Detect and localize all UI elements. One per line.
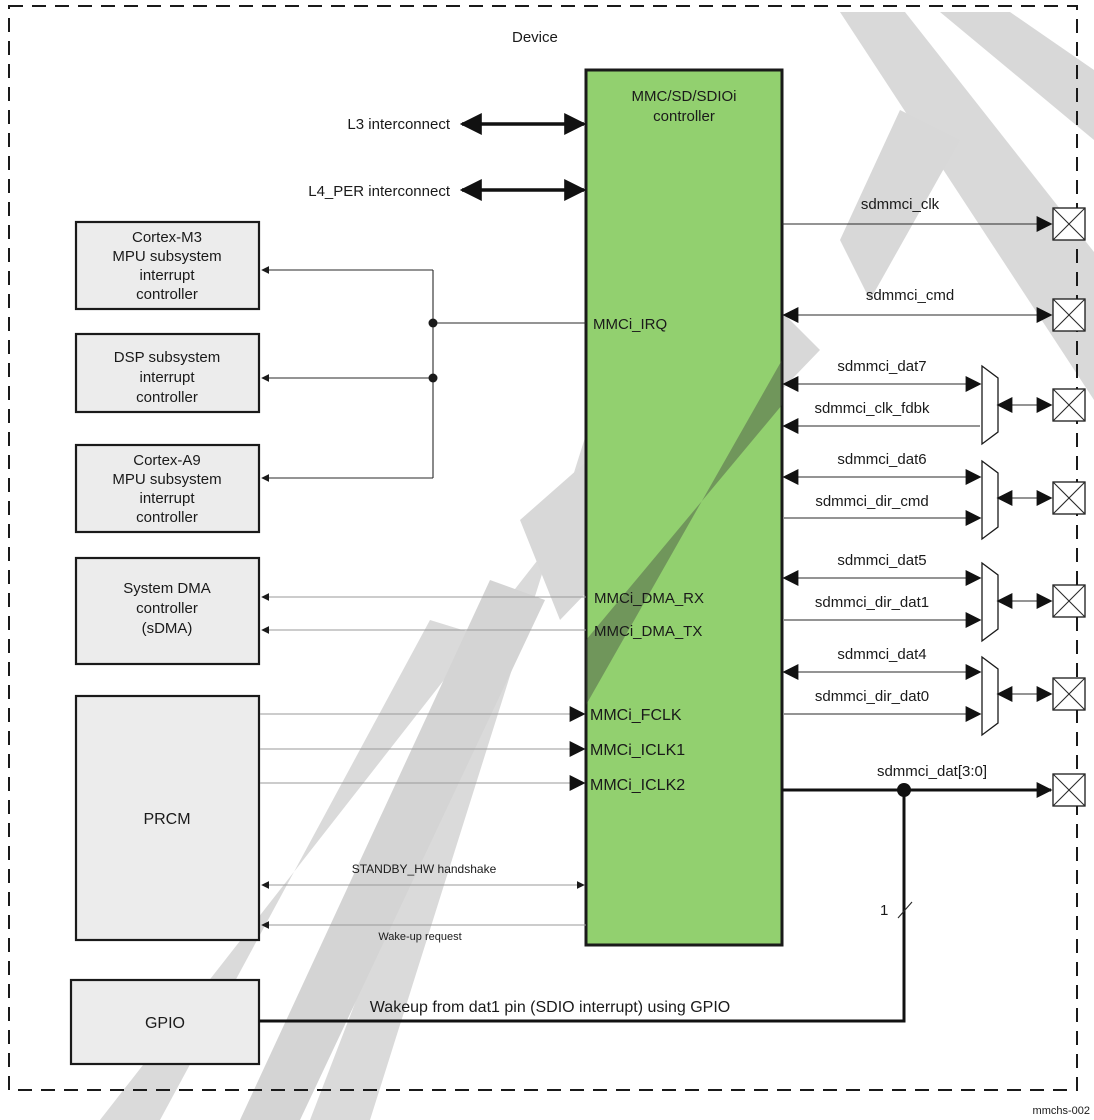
svg-text:sdmmci_clk_fdbk: sdmmci_clk_fdbk	[814, 400, 930, 417]
mux-dat4: sdmmci_dat4 sdmmci_dir_dat0	[782, 646, 1053, 737]
watermark-stroke-3	[240, 580, 545, 1120]
pad-dat4	[1052, 677, 1086, 711]
controller-title-2: controller	[653, 108, 715, 125]
gpio-wakeup-label: Wakeup from dat1 pin (SDIO interrupt) us…	[370, 999, 730, 1016]
svg-text:Cortex-A9: Cortex-A9	[133, 452, 201, 469]
l3-label: L3 interconnect	[347, 116, 450, 133]
irq-fanout	[261, 266, 586, 482]
watermark-stroke-5	[840, 110, 960, 300]
mux-dat6: sdmmci_dat6 sdmmci_dir_cmd	[782, 451, 1053, 541]
fclk-label: MMCi_FCLK	[590, 707, 682, 724]
svg-text:sdmmci_dat7: sdmmci_dat7	[837, 358, 926, 375]
svg-text:interrupt: interrupt	[139, 369, 195, 386]
pin-dat30: sdmmci_dat[3:0]	[782, 763, 1053, 798]
cortex-a9-block: Cortex-A9 MPU subsystem interrupt contro…	[74, 443, 261, 534]
controller-title-1: MMC/SD/SDIOi	[632, 88, 737, 105]
svg-text:MPU subsystem: MPU subsystem	[112, 471, 221, 488]
watermark-stroke-1	[840, 12, 1094, 400]
iclk2-label: MMCi_ICLK2	[590, 777, 685, 794]
watermark-stroke-6	[940, 12, 1094, 140]
wakeup-label: Wake-up request	[378, 931, 461, 943]
svg-text:interrupt: interrupt	[139, 490, 195, 507]
watermark-over-controller	[586, 360, 782, 705]
dma-rx-label: MMCi_DMA_RX	[594, 590, 704, 607]
cortex-m3-block: Cortex-M3 MPU subsystem interrupt contro…	[74, 220, 261, 311]
gpio-wakeup-path	[259, 790, 913, 1023]
svg-text:DSP subsystem: DSP subsystem	[114, 349, 220, 366]
figure-id: mmchs-002	[1033, 1105, 1090, 1117]
l4-label: L4_PER interconnect	[308, 183, 451, 200]
irq-label: MMCi_IRQ	[593, 316, 667, 333]
svg-text:controller: controller	[136, 600, 198, 617]
watermark-stroke-2	[100, 390, 655, 1120]
sdma-block: System DMA controller (sDMA)	[74, 556, 261, 666]
pad-dat5	[1052, 584, 1086, 618]
svg-text:controller: controller	[136, 389, 198, 406]
svg-text:GPIO: GPIO	[145, 1015, 185, 1032]
svg-text:sdmmci_dat4: sdmmci_dat4	[837, 646, 926, 663]
pin-cmd: sdmmci_cmd	[782, 287, 1053, 323]
device-boundary	[8, 5, 1078, 1091]
prcm-block: PRCM	[74, 694, 261, 942]
iclk1-label: MMCi_ICLK1	[590, 742, 685, 759]
mux-dat5: sdmmci_dat5 sdmmci_dir_dat1	[782, 552, 1053, 643]
svg-text:controller: controller	[136, 509, 198, 526]
svg-text:MPU subsystem: MPU subsystem	[112, 248, 221, 265]
pad-dat30	[1052, 773, 1086, 807]
svg-text:sdmmci_cmd: sdmmci_cmd	[866, 287, 954, 304]
pad-cmd	[1052, 298, 1086, 332]
gpio-block: GPIO	[69, 978, 261, 1066]
svg-text:sdmmci_dir_dat0: sdmmci_dir_dat0	[815, 688, 929, 705]
svg-text:System DMA: System DMA	[123, 580, 211, 597]
mux-dat7: sdmmci_dat7 sdmmci_clk_fdbk	[782, 358, 1053, 446]
bus-width-label: 1	[880, 902, 888, 919]
svg-text:sdmmci_dir_cmd: sdmmci_dir_cmd	[815, 493, 928, 510]
svg-text:Cortex-M3: Cortex-M3	[132, 229, 202, 246]
pads	[1052, 207, 1086, 807]
pad-clk	[1052, 207, 1086, 241]
pad-dat7	[1052, 388, 1086, 422]
standby-label: STANDBY_HW handshake	[352, 862, 497, 876]
svg-text:PRCM: PRCM	[143, 811, 190, 828]
svg-text:sdmmci_dat[3:0]: sdmmci_dat[3:0]	[877, 763, 987, 780]
device-label: Device	[512, 29, 558, 46]
svg-text:sdmmci_dat5: sdmmci_dat5	[837, 552, 926, 569]
svg-text:interrupt: interrupt	[139, 267, 195, 284]
svg-text:controller: controller	[136, 286, 198, 303]
svg-text:sdmmci_dir_dat1: sdmmci_dir_dat1	[815, 594, 929, 611]
dsp-block: DSP subsystem interrupt controller	[74, 332, 261, 414]
controller-block	[584, 68, 784, 947]
svg-text:(sDMA): (sDMA)	[142, 620, 193, 637]
pad-dat6	[1052, 481, 1086, 515]
pin-clk: sdmmci_clk	[782, 196, 1053, 232]
svg-text:sdmmci_clk: sdmmci_clk	[861, 196, 940, 213]
svg-text:sdmmci_dat6: sdmmci_dat6	[837, 451, 926, 468]
dma-tx-label: MMCi_DMA_TX	[594, 623, 702, 640]
